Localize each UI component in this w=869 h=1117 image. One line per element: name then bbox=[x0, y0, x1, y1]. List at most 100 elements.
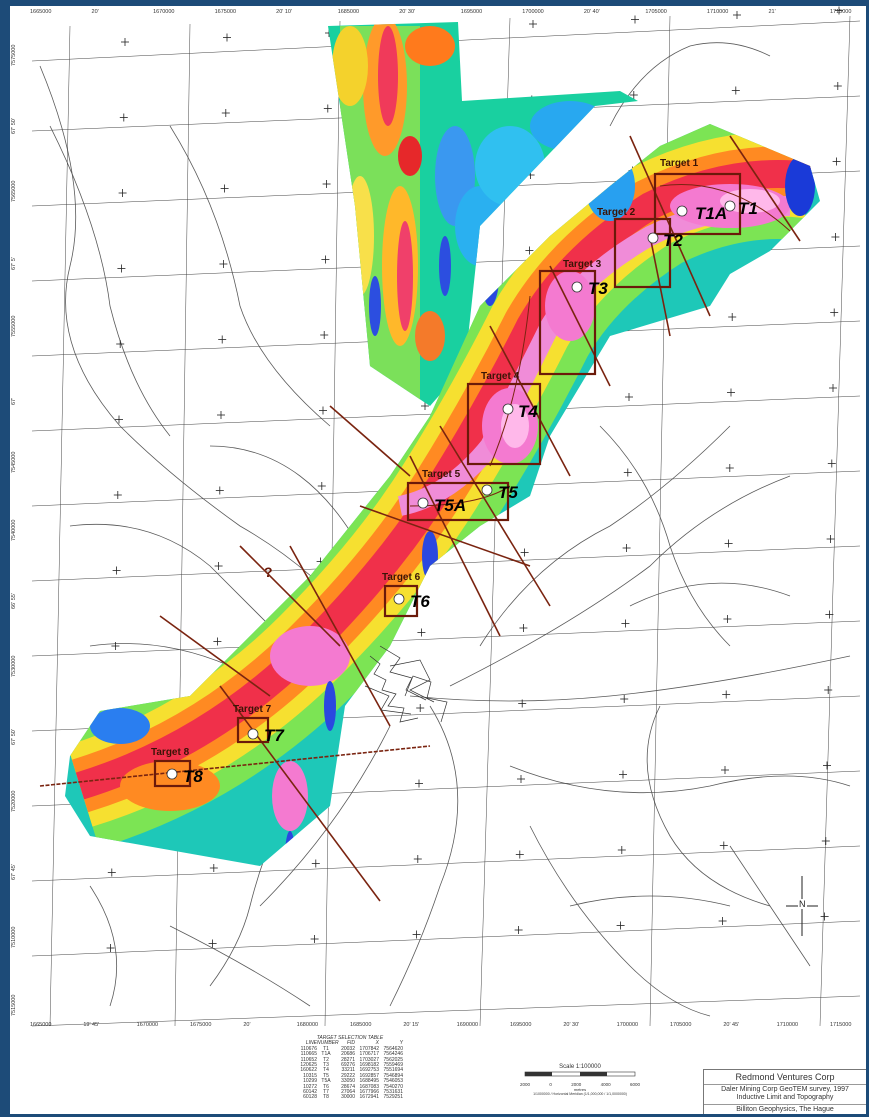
target-selection-table: TARGET SELECTION TABLE LINE NUMBER FID X… bbox=[295, 1035, 415, 1101]
target-2-label: Target 2 bbox=[597, 207, 636, 218]
coordinate-tick-label: 20' bbox=[91, 9, 99, 15]
coordinate-tick-label: 1705000 bbox=[670, 1022, 692, 1028]
table-header: LINE bbox=[305, 1040, 317, 1047]
coordinate-tick-label: 19' 45' bbox=[83, 1022, 100, 1028]
target-points bbox=[166, 200, 736, 780]
coordinate-tick-label: 66' 55' bbox=[11, 592, 17, 609]
coordinate-tick-label: 67' 50' bbox=[11, 728, 17, 745]
target-6-label: Target 6 bbox=[382, 572, 421, 583]
target-code-t4: T4 bbox=[518, 402, 538, 421]
scale-label: Scale 1:100000 bbox=[559, 1064, 601, 1070]
survey-description: Daler Mining Corp GeoTEM survey, 1997 In… bbox=[704, 1085, 866, 1105]
target-5-label: Target 5 bbox=[422, 469, 461, 480]
scale-bar-graphic bbox=[524, 1071, 636, 1077]
town-cluster bbox=[364, 645, 448, 723]
table-cell: T5 bbox=[323, 1072, 329, 1079]
coordinate-tick-label: 1695000 bbox=[510, 1022, 532, 1028]
table-cell: T1A bbox=[321, 1051, 331, 1058]
table-cell: 1706717 bbox=[359, 1051, 379, 1058]
table-cell: 7564620 bbox=[383, 1045, 403, 1052]
table-cell: 7546053 bbox=[383, 1078, 403, 1085]
coordinate-tick-label: 67' bbox=[11, 398, 17, 406]
target-boxes bbox=[153, 172, 742, 788]
coordinate-tick-label: 1690000 bbox=[456, 1022, 479, 1028]
coordinate-tick-label: 20' 30' bbox=[399, 9, 416, 15]
table-header-row: LINE NUMBER FID X Y bbox=[295, 1040, 415, 1047]
question-mark-label: ? bbox=[264, 564, 273, 580]
map-sheet: Target 1 Target 2 Target 3 Target 4 Targ… bbox=[10, 6, 866, 1114]
target-point-t2 bbox=[647, 232, 659, 244]
coordinate-tick-label: 20' 30' bbox=[563, 1022, 580, 1028]
table-cell: T7 bbox=[323, 1089, 329, 1096]
coordinate-tick-label: 7515000 bbox=[11, 994, 17, 1016]
target-point-t7 bbox=[247, 728, 259, 740]
table-cell: 33050 bbox=[341, 1078, 355, 1085]
target-point-t5 bbox=[481, 484, 493, 496]
coordinate-tick-label: 1685000 bbox=[337, 9, 360, 15]
coordinate-tick-label: 1685000 bbox=[350, 1022, 372, 1028]
target-2-box bbox=[613, 217, 672, 289]
coordinate-tick-label: 67' 45' bbox=[11, 864, 17, 881]
north-label: N bbox=[798, 899, 807, 909]
coordinate-tick-label: 7530000 bbox=[11, 655, 17, 677]
title-block: Redmond Ventures Corp Daler Mining Corp … bbox=[703, 1069, 866, 1114]
table-cell: 1672941 bbox=[359, 1094, 379, 1101]
coordinate-tick-label: 7540000 bbox=[11, 519, 17, 541]
coordinate-tick-label: 7510000 bbox=[11, 926, 17, 949]
table-title: TARGET SELECTION TABLE bbox=[316, 1035, 384, 1041]
table-cell: 10299 bbox=[303, 1078, 317, 1085]
target-point-t6 bbox=[393, 593, 405, 605]
scale-unit: metres bbox=[573, 1087, 587, 1092]
table-cell: 7551694 bbox=[383, 1067, 403, 1074]
table-cell: 60128 bbox=[303, 1094, 317, 1101]
coordinate-tick-label: 7545000 bbox=[11, 451, 17, 474]
coordinate-tick-label: 1700000 bbox=[522, 9, 544, 15]
target-8-label: Target 8 bbox=[151, 747, 190, 758]
target-point-t5a bbox=[417, 497, 429, 509]
target-3-label: Target 3 bbox=[563, 259, 602, 270]
scale-tick: 0 bbox=[549, 1082, 552, 1087]
coordinate-tick-label: 20' 45' bbox=[723, 1022, 740, 1028]
coordinate-tick-label: 1675000 bbox=[190, 1022, 212, 1028]
coordinate-tick-label: 20' 10' bbox=[276, 9, 293, 15]
table-cell: T4 bbox=[323, 1067, 329, 1074]
coordinate-tick-label: 20' 40' bbox=[583, 9, 600, 15]
target-code-t5: T5 bbox=[498, 483, 518, 502]
table-cell: T2 bbox=[323, 1056, 329, 1063]
coordinate-tick-label: 1695000 bbox=[460, 9, 483, 15]
coordinate-tick-label: 20' bbox=[243, 1022, 251, 1028]
target-7-box bbox=[236, 716, 270, 744]
coordinate-tick-label: 20' 15' bbox=[403, 1022, 420, 1028]
table-cell: 1707842 bbox=[359, 1045, 379, 1052]
coordinate-tick-label: 67' 50' bbox=[11, 117, 17, 134]
table-cell: 1692753 bbox=[359, 1067, 379, 1074]
table-cell: 20032 bbox=[341, 1045, 355, 1052]
table-cell: 29222 bbox=[341, 1072, 355, 1079]
target-4-box bbox=[466, 382, 542, 466]
table-cell: 160622 bbox=[300, 1067, 317, 1074]
target-code-t1: T1 bbox=[738, 199, 758, 218]
table-cell: 7564246 bbox=[383, 1051, 403, 1058]
coordinate-tick-label: 7555000 bbox=[11, 316, 17, 338]
survey-description-line-1: Daler Mining Corp GeoTEM survey, 1997 bbox=[721, 1086, 849, 1093]
target-code-t3: T3 bbox=[588, 279, 608, 298]
scale-tick: 2000 bbox=[520, 1082, 531, 1087]
target-point-t1a bbox=[676, 205, 688, 217]
table-cell: 60142 bbox=[303, 1089, 317, 1096]
scale-tick: 4000 bbox=[600, 1082, 611, 1087]
table-cell: 30000 bbox=[341, 1094, 355, 1101]
coordinate-tick-label: 7575000 bbox=[11, 44, 17, 66]
credit-line: Billiton Geophysics, The Hague bbox=[736, 1106, 834, 1113]
coordinate-tick-label: 1665000 bbox=[30, 9, 52, 15]
table-cell: 7562025 bbox=[383, 1056, 403, 1063]
target-3-box bbox=[538, 269, 597, 376]
table-cell: 27064 bbox=[341, 1089, 355, 1096]
scale-tick: 6000 bbox=[629, 1082, 640, 1087]
